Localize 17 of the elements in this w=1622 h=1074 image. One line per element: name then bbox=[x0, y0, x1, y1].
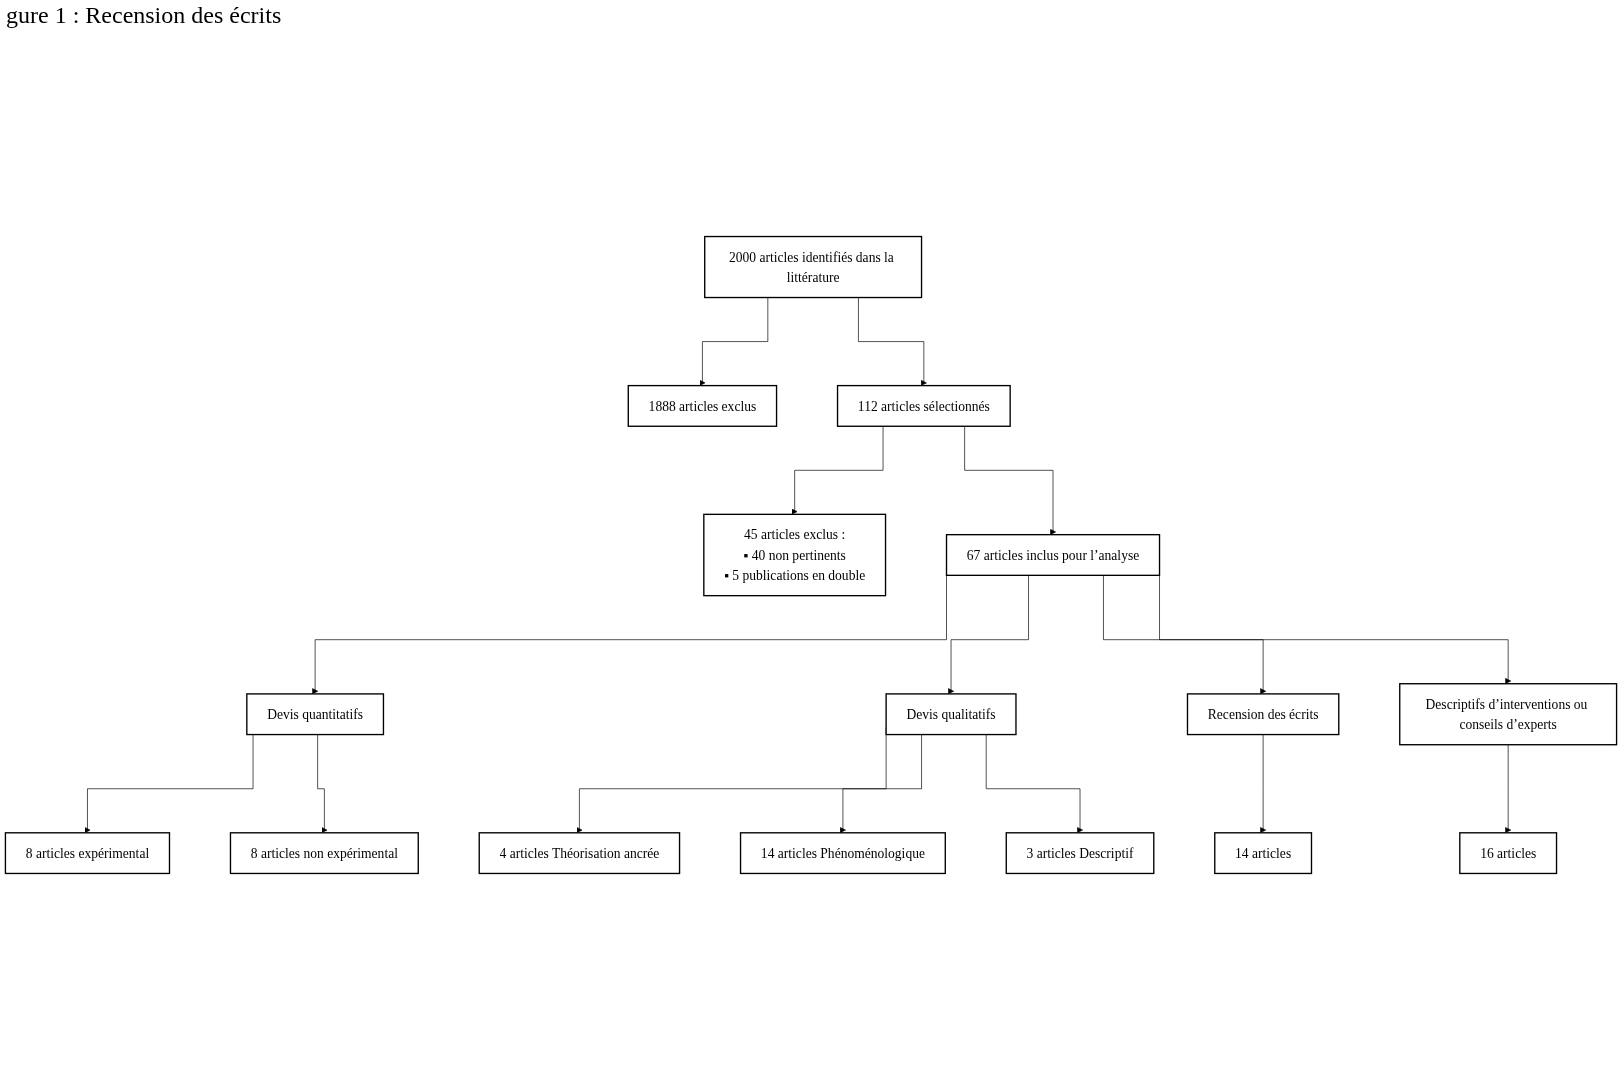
node-box: 16 articles bbox=[1459, 832, 1558, 875]
node-box: 3 articles Descriptif bbox=[1005, 832, 1155, 875]
node-box: 8 articles expérimental bbox=[4, 832, 171, 875]
node-box: 45 articles exclus : ▪ 40 non pertinents ▪ 5 publications en double bbox=[703, 513, 887, 597]
figure-title: gure 1 : Recension des écrits bbox=[6, 2, 282, 29]
node-box: Recension des écrits bbox=[1186, 693, 1340, 736]
node-box: 4 articles Théorisation ancrée bbox=[478, 832, 681, 875]
node-box: Devis qualitatifs bbox=[885, 693, 1017, 736]
node-box: 67 articles inclus pour l’analyse bbox=[945, 534, 1161, 576]
node-box: 8 articles non expérimental bbox=[229, 832, 419, 875]
node-box: 2000 articles identifiés dans la littérature bbox=[704, 235, 923, 299]
node-box: 14 articles bbox=[1214, 832, 1313, 875]
node-box: Descriptifs d’interventions ou conseils d’experts bbox=[1399, 683, 1618, 746]
node-box: Devis quantitatifs bbox=[246, 693, 385, 736]
node-box: 112 articles sélectionnés bbox=[836, 384, 1011, 427]
node-box: 1888 articles exclus bbox=[627, 384, 778, 427]
node-box: 14 articles Phénoménologique bbox=[739, 832, 946, 875]
